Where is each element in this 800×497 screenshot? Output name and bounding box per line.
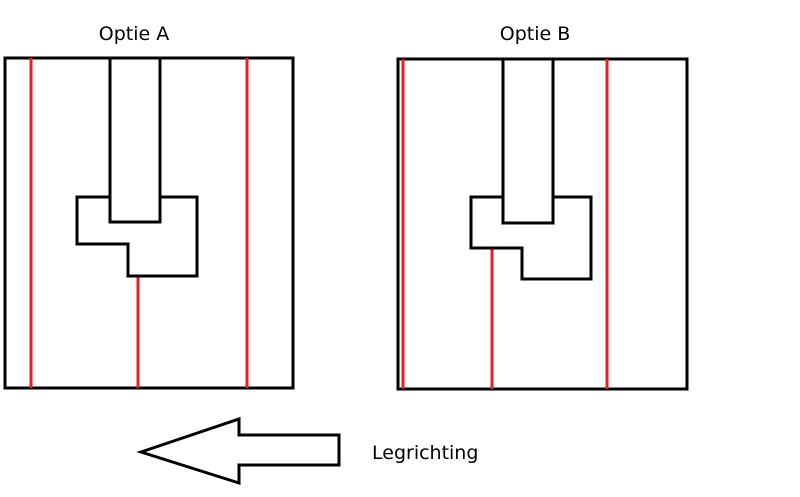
option-b-cutout: [469, 195, 593, 281]
option-b-panel: [396, 57, 689, 391]
option-b: Optie B: [396, 23, 689, 391]
option-a-cutout: [75, 195, 199, 278]
option-a: Optie A: [3, 23, 295, 390]
option-b-title: Optie B: [500, 23, 571, 45]
option-a-title: Optie A: [99, 23, 169, 45]
direction-arrow: Legrichting: [136, 416, 478, 486]
option-a-panel: [3, 56, 295, 390]
option-b-stem: [501, 59, 555, 225]
option-a-stem: [108, 58, 162, 224]
arrow-left-icon: [136, 416, 341, 486]
arrow-label: Legrichting: [372, 442, 478, 464]
